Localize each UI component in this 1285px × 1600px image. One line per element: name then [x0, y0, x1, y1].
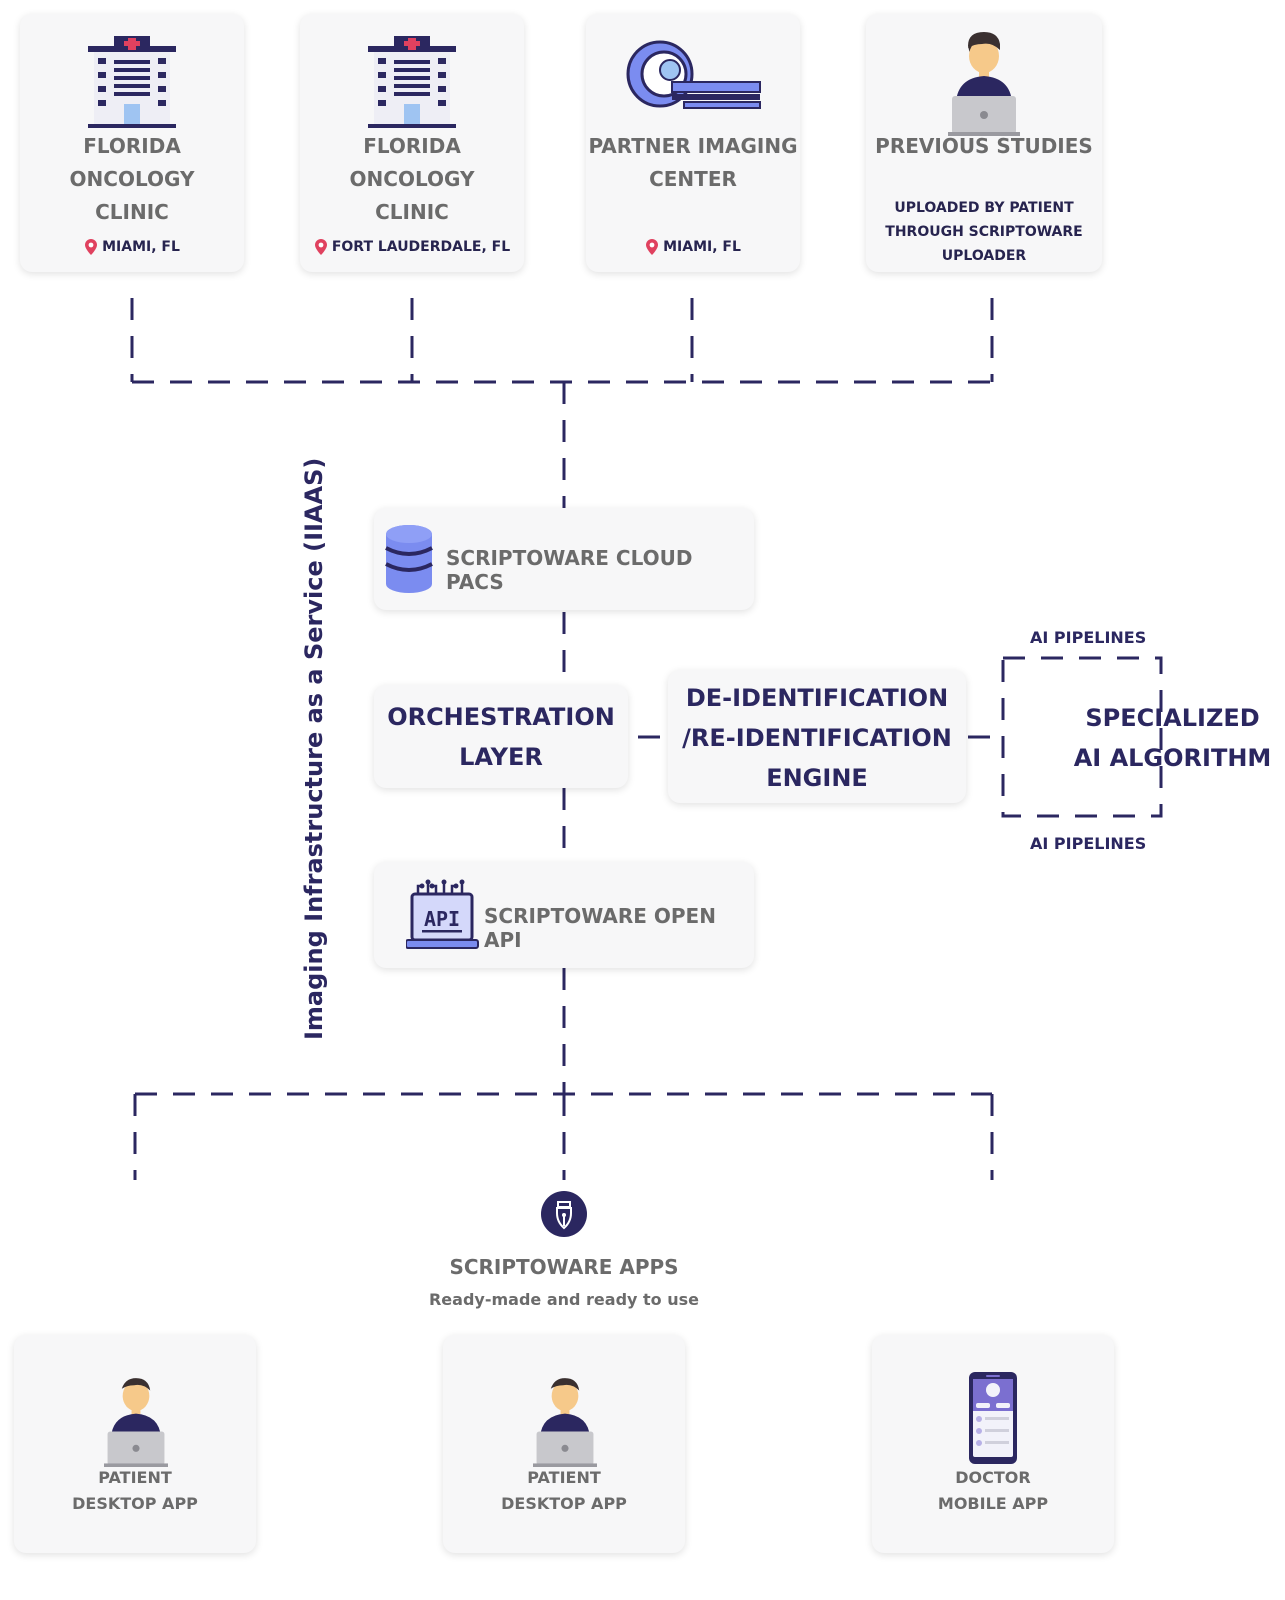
source-title: PREVIOUS STUDIES: [875, 134, 1093, 158]
database-icon: [385, 525, 433, 593]
source-note: UPLOADED BY PATIENT THROUGH SCRIPTOWARE …: [885, 200, 1083, 264]
pen-nib-icon: [541, 1191, 587, 1237]
source-location: FORT LAUDERDALE, FL: [300, 238, 524, 256]
ai-pipeline-box: [1001, 656, 1163, 818]
ai-pipelines-top-label: AI PIPELINES: [1030, 628, 1147, 647]
source-title: FLORIDA ONCOLOGY CLINIC: [349, 134, 475, 224]
source-card-florida-oncology-miami: FLORIDA ONCOLOGY CLINIC MIAMI, FL: [20, 14, 244, 272]
ai-pipelines-bottom-label: AI PIPELINES: [1030, 834, 1147, 853]
person-laptop-icon: [533, 1378, 597, 1467]
hospital-icon: [88, 36, 176, 128]
cloud-pacs-card: SCRIPTOWARE CLOUD PACS: [374, 508, 754, 610]
cloud-pacs-label: SCRIPTOWARE CLOUD PACS: [446, 546, 693, 594]
app-card-patient-desktop-1: PATIENT DESKTOP APP: [14, 1335, 256, 1553]
deid-label: DE-IDENTIFICATION /RE-IDENTIFICATION ENG…: [682, 684, 952, 792]
location-pin-icon: [646, 239, 659, 255]
app-card-patient-desktop-2: PATIENT DESKTOP APP: [443, 1335, 685, 1553]
open-api-label: SCRIPTOWARE OPEN API: [484, 904, 716, 952]
orchestration-layer-card: ORCHESTRATION LAYER: [374, 685, 628, 788]
person-laptop-icon: [948, 32, 1020, 136]
person-laptop-icon: [104, 1378, 168, 1467]
source-card-florida-oncology-fort-lauderdale: FLORIDA ONCOLOGY CLINIC FORT LAUDERDALE,…: [300, 14, 524, 272]
source-title: FLORIDA ONCOLOGY CLINIC: [69, 134, 195, 224]
apps-subtitle: Ready-made and ready to use: [428, 1290, 699, 1309]
apps-title: SCRIPTOWARE APPS: [449, 1255, 679, 1279]
app-card-doctor-mobile: DOCTOR MOBILE APP: [872, 1335, 1114, 1553]
source-location: MIAMI, FL: [20, 238, 244, 256]
open-api-card: API SCRIPTOWARE OPEN API: [374, 862, 754, 968]
app-label: PATIENT DESKTOP APP: [72, 1468, 198, 1513]
source-title: PARTNER IMAGING CENTER: [588, 134, 798, 191]
hospital-icon: [368, 36, 456, 128]
deid-engine-card: DE-IDENTIFICATION /RE-IDENTIFICATION ENG…: [668, 670, 966, 803]
location-pin-icon: [314, 239, 327, 255]
ai-algorithm-label: SPECIALIZED AI ALGORITHM: [1073, 704, 1272, 772]
orchestration-label: ORCHESTRATION LAYER: [387, 703, 615, 771]
api-icon-text: API: [424, 907, 460, 931]
source-location: MIAMI, FL: [586, 238, 800, 256]
api-laptop-icon: API: [406, 879, 479, 949]
location-pin-icon: [85, 239, 98, 255]
source-card-partner-imaging: PARTNER IMAGING CENTER MIAMI, FL: [586, 14, 800, 272]
mri-scanner-icon: [626, 40, 761, 109]
app-label: PATIENT DESKTOP APP: [501, 1468, 627, 1513]
app-label: DOCTOR MOBILE APP: [937, 1468, 1049, 1513]
source-card-previous-studies: PREVIOUS STUDIES UPLOADED BY PATIENT THR…: [866, 14, 1102, 272]
mobile-phone-icon: [969, 1372, 1017, 1464]
